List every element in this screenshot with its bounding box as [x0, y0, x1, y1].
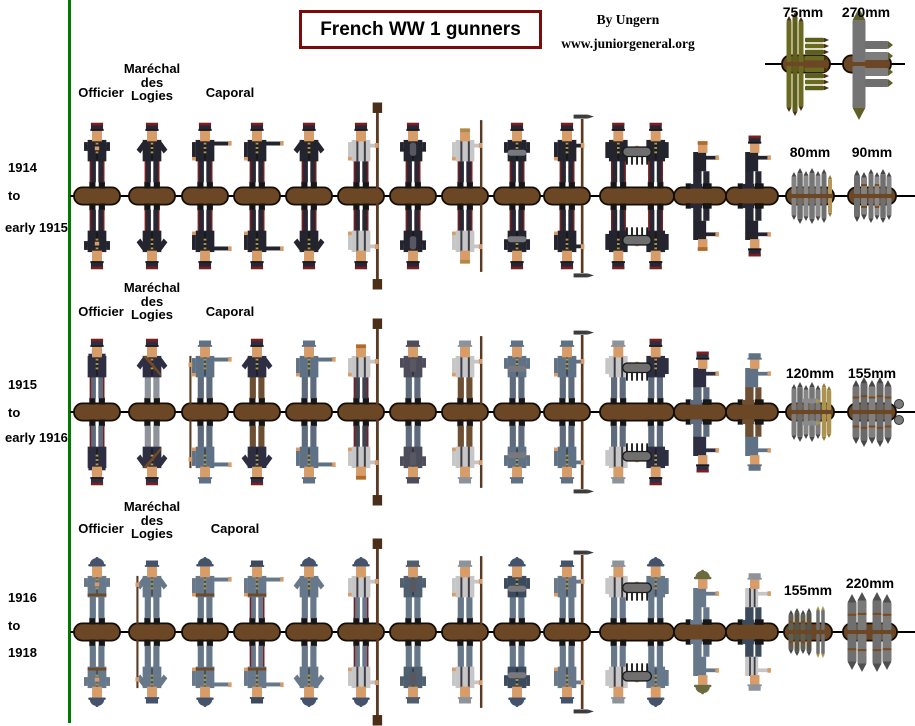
column-header-officier-row1: Officier	[78, 85, 124, 100]
period-row2-line2: to	[8, 405, 21, 420]
shell-label-90mm: 90mm	[851, 144, 893, 160]
column-header-caporal-row3: Caporal	[210, 521, 260, 536]
period-row3-line2: to	[8, 618, 21, 633]
shell-label-220mm: 220mm	[845, 575, 895, 591]
shell-label-120mm: 120mm	[785, 365, 835, 381]
shell-label-270mm: 270mm	[841, 4, 891, 20]
shell-label-155mm-row2: 155mm	[847, 365, 897, 381]
period-row1-line2: to	[8, 188, 21, 203]
column-header-officier-row2: Officier	[78, 304, 124, 319]
period-row3-line1: 1916	[8, 590, 37, 605]
column-header-marechal-row2: Maréchal des Logies	[123, 280, 181, 322]
column-header-marechal-row3: Maréchal des Logies	[123, 499, 181, 541]
column-header-marechal-row1: Maréchal des Logies	[123, 61, 181, 103]
shell-label-80mm: 80mm	[789, 144, 831, 160]
website-credit: www.juniorgeneral.org	[561, 36, 695, 51]
page-title: French WW 1 gunners	[299, 10, 542, 49]
period-row2-line3: early 1916	[5, 430, 68, 445]
column-header-caporal-row2: Caporal	[205, 304, 255, 319]
shell-label-75mm: 75mm	[782, 4, 824, 20]
author-credit: By Ungern	[596, 12, 660, 27]
period-row1-line3: early 1915	[5, 220, 68, 235]
shell-label-155mm-row3: 155mm	[783, 582, 833, 598]
column-header-caporal-row1: Caporal	[205, 85, 255, 100]
column-header-officier-row3: Officier	[78, 521, 124, 536]
period-row1-line1: 1914	[8, 160, 37, 175]
period-row2-line1: 1915	[8, 377, 37, 392]
period-row3-line3: 1918	[8, 645, 37, 660]
